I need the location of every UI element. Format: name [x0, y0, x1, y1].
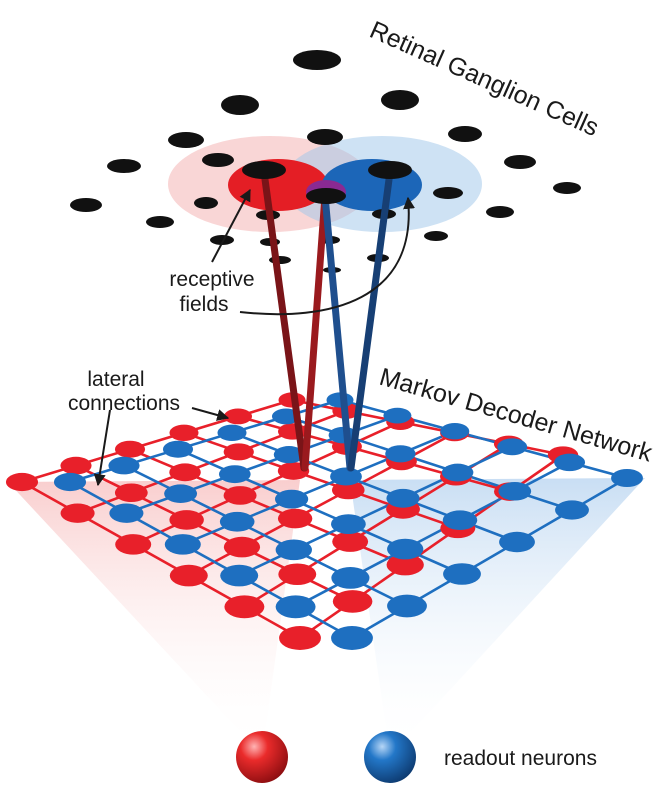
blue-node	[383, 407, 412, 424]
blue-node	[273, 446, 305, 464]
red-node	[223, 486, 257, 505]
readout-neuron-red	[236, 731, 288, 783]
blue-node	[385, 445, 416, 463]
label-connections: connections	[68, 392, 180, 415]
blue-node	[275, 539, 312, 561]
ganglion-cell	[210, 235, 234, 245]
arrow-lateral-to-lines	[191, 407, 230, 421]
ganglion-cell	[307, 129, 343, 145]
ganglion-cell	[146, 216, 174, 228]
red-node	[169, 424, 199, 441]
red-node	[169, 463, 201, 482]
ganglion-cell-red-center	[242, 161, 286, 179]
red-node	[169, 564, 208, 587]
blue-node	[275, 595, 316, 619]
fiber-blue-right	[347, 168, 394, 472]
red-node	[386, 554, 424, 576]
red-node	[223, 408, 253, 425]
blue-node	[443, 563, 481, 585]
blue-node	[387, 538, 424, 560]
blue-node	[499, 531, 535, 553]
red-node	[279, 626, 321, 650]
label-lateral: lateral	[87, 368, 144, 391]
arrow-to-blue-field	[239, 196, 416, 316]
red-node	[5, 472, 39, 492]
blue-node	[498, 482, 532, 501]
blue-node	[53, 472, 87, 492]
label-readout-neurons: readout neurons	[444, 747, 597, 770]
ganglion-cell	[486, 206, 514, 218]
lattice-nodes	[5, 392, 643, 650]
red-node	[114, 483, 148, 503]
red-node	[223, 443, 254, 461]
ganglion-cell	[221, 95, 259, 115]
blue-node	[162, 440, 194, 458]
fiber-red-left	[260, 168, 308, 472]
blue-node	[164, 534, 201, 555]
blue-node	[330, 467, 362, 486]
ganglion-cell	[107, 159, 141, 173]
red-node	[115, 534, 152, 555]
label-fields: fields	[179, 293, 228, 316]
ganglion-cell	[70, 198, 102, 212]
blue-node	[108, 456, 140, 475]
blue-node	[441, 463, 474, 482]
title-retinal-ganglion-cells: Retinal Ganglion Cells	[366, 16, 603, 142]
red-node	[169, 510, 204, 530]
blue-node	[218, 465, 251, 484]
blue-node	[274, 489, 309, 509]
annotation-arrows	[93, 188, 416, 487]
ganglion-cell	[168, 132, 204, 148]
ganglion-cell	[433, 187, 463, 199]
ganglion-cell	[202, 153, 234, 167]
arrow-to-red-field	[211, 188, 251, 263]
red-node	[277, 508, 313, 529]
ganglion-cell-blue-center	[368, 161, 412, 179]
blue-node	[109, 503, 144, 523]
ganglion-cell	[553, 182, 581, 194]
red-node	[60, 503, 95, 523]
red-node	[332, 590, 373, 613]
blue-node	[220, 564, 259, 587]
blue-node	[331, 567, 370, 589]
blue-node	[386, 488, 420, 508]
blue-node	[164, 484, 198, 503]
connection-fibers	[260, 168, 394, 472]
blue-node	[440, 423, 470, 440]
fiber-red-middle	[301, 192, 329, 472]
blue-node	[331, 626, 373, 650]
ganglion-cell	[448, 126, 482, 142]
blue-node	[217, 424, 247, 441]
red-node	[278, 563, 317, 586]
blue-node	[611, 468, 643, 488]
arrow-lateral-to-lattice	[93, 409, 111, 487]
fiber-blue-middle	[321, 192, 354, 472]
blue-node	[331, 514, 366, 534]
red-node	[223, 536, 261, 558]
label-receptive: receptive	[169, 268, 254, 291]
readout-cone-red	[8, 480, 300, 755]
blue-node	[497, 438, 528, 456]
red-node	[331, 480, 365, 500]
ganglion-cell	[293, 50, 341, 70]
ganglion-cell	[194, 197, 218, 209]
ganglion-cell-overlap-center	[306, 188, 346, 204]
readout-cone-blue	[350, 478, 645, 755]
ganglion-cell	[504, 155, 536, 169]
ganglion-cell	[424, 231, 448, 241]
blue-node	[219, 511, 255, 532]
red-node	[224, 595, 265, 619]
red-node	[114, 440, 146, 458]
red-node	[332, 531, 369, 552]
blue-node	[554, 453, 586, 472]
blue-node	[387, 594, 427, 618]
ganglion-cell	[381, 90, 419, 110]
blue-node	[555, 500, 589, 520]
readout-neuron-blue	[364, 731, 416, 783]
red-node	[60, 456, 92, 475]
blue-node	[442, 510, 478, 530]
